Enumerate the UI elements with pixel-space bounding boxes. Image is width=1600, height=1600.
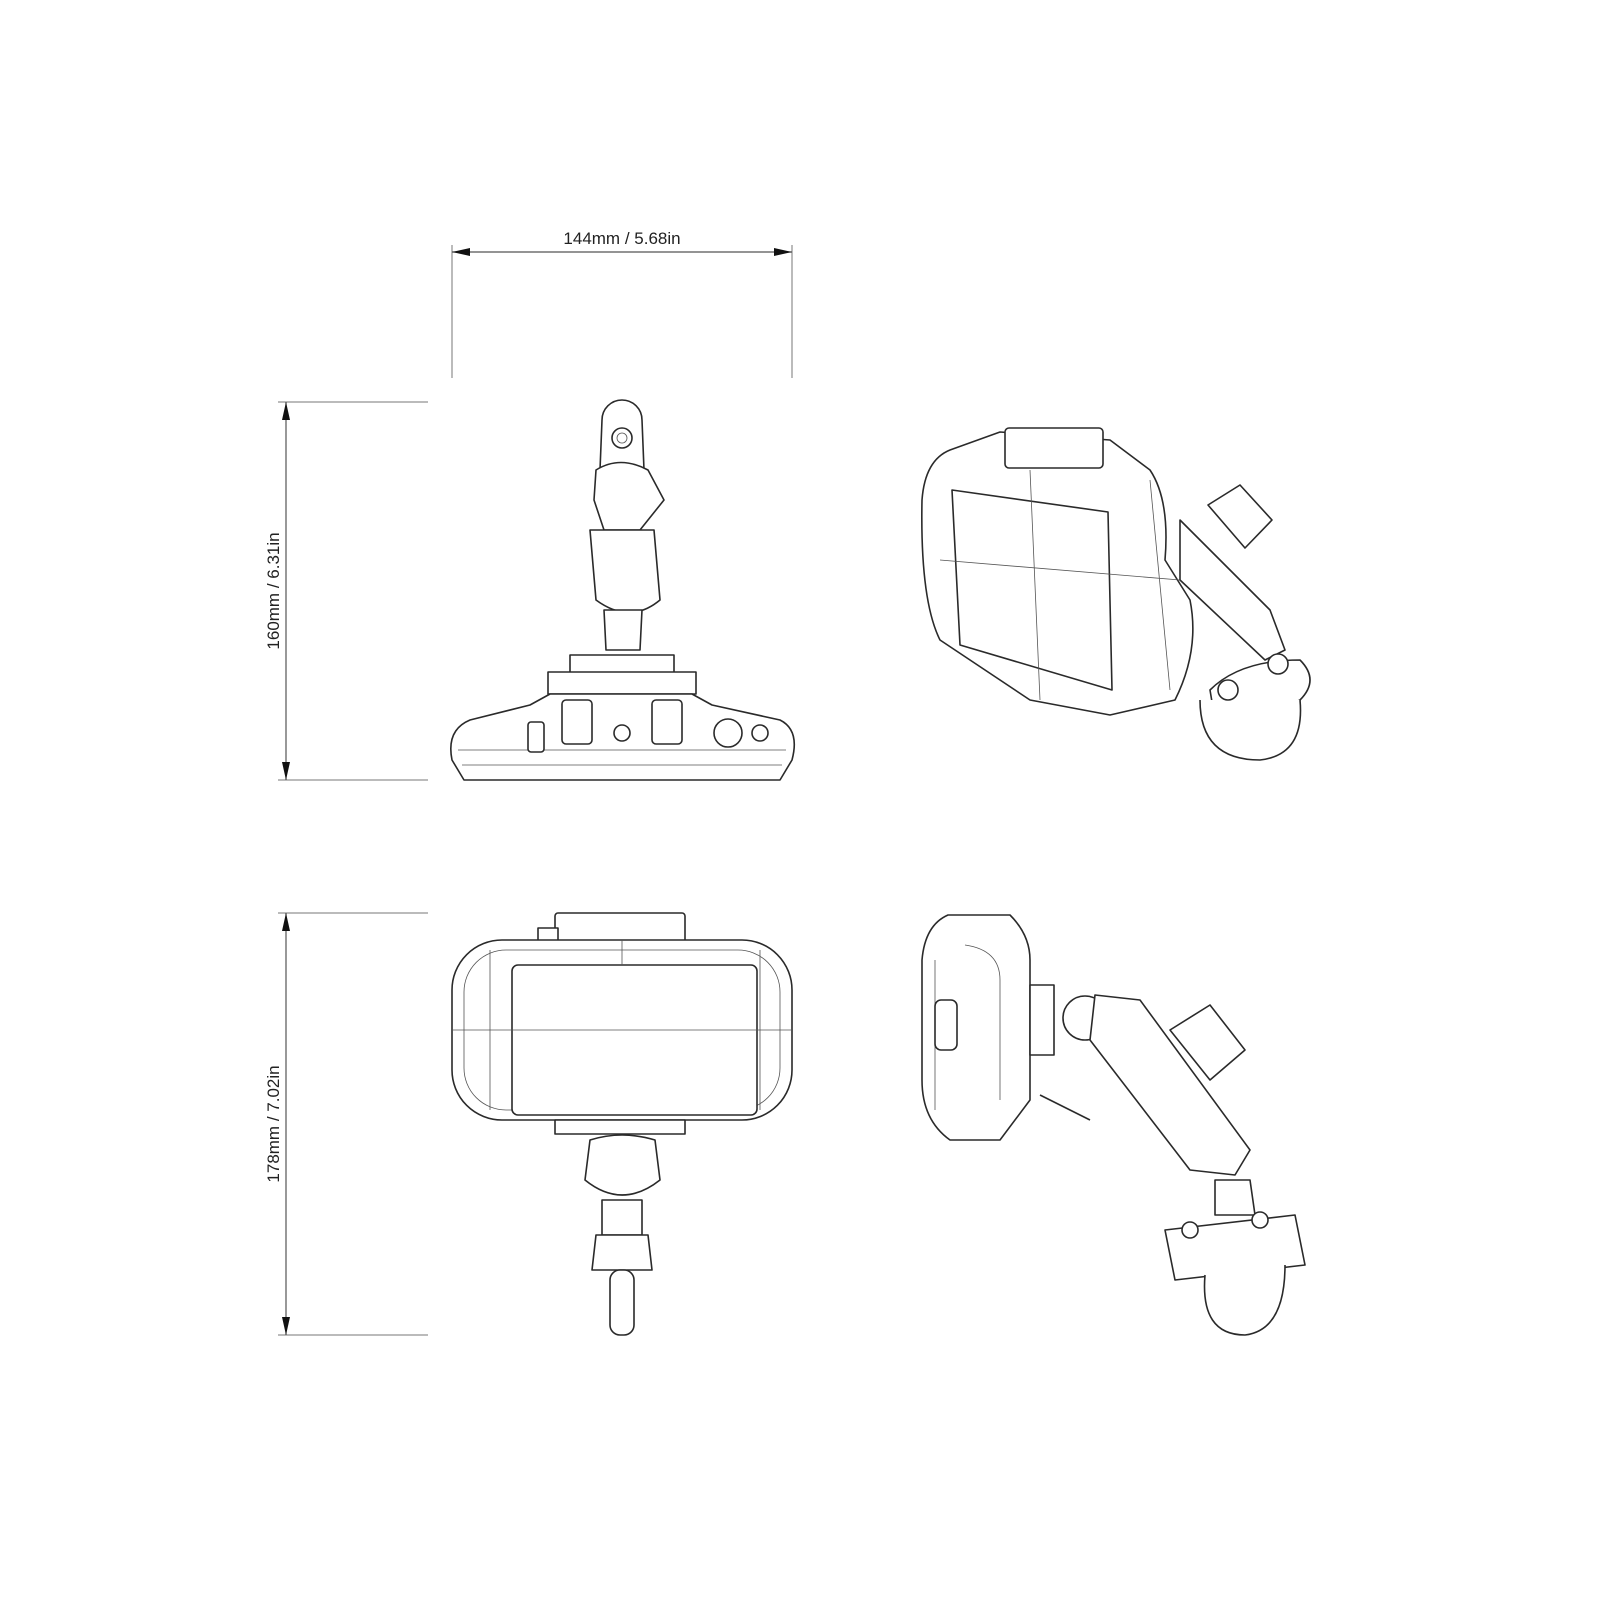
iso-view-side (921, 914, 1306, 1336)
height-dimension-top: 160mm / 6.31in (264, 401, 428, 781)
front-view (451, 912, 793, 1336)
height-top-label: 160mm / 6.31in (264, 532, 283, 649)
height-dimension-bottom: 178mm / 7.02in (264, 912, 428, 1336)
width-label: 144mm / 5.68in (563, 229, 680, 248)
height-bottom-label: 178mm / 7.02in (264, 1065, 283, 1182)
top-view (450, 399, 796, 781)
iso-view-top (921, 427, 1311, 761)
width-dimension: 144mm / 5.68in (451, 229, 793, 378)
